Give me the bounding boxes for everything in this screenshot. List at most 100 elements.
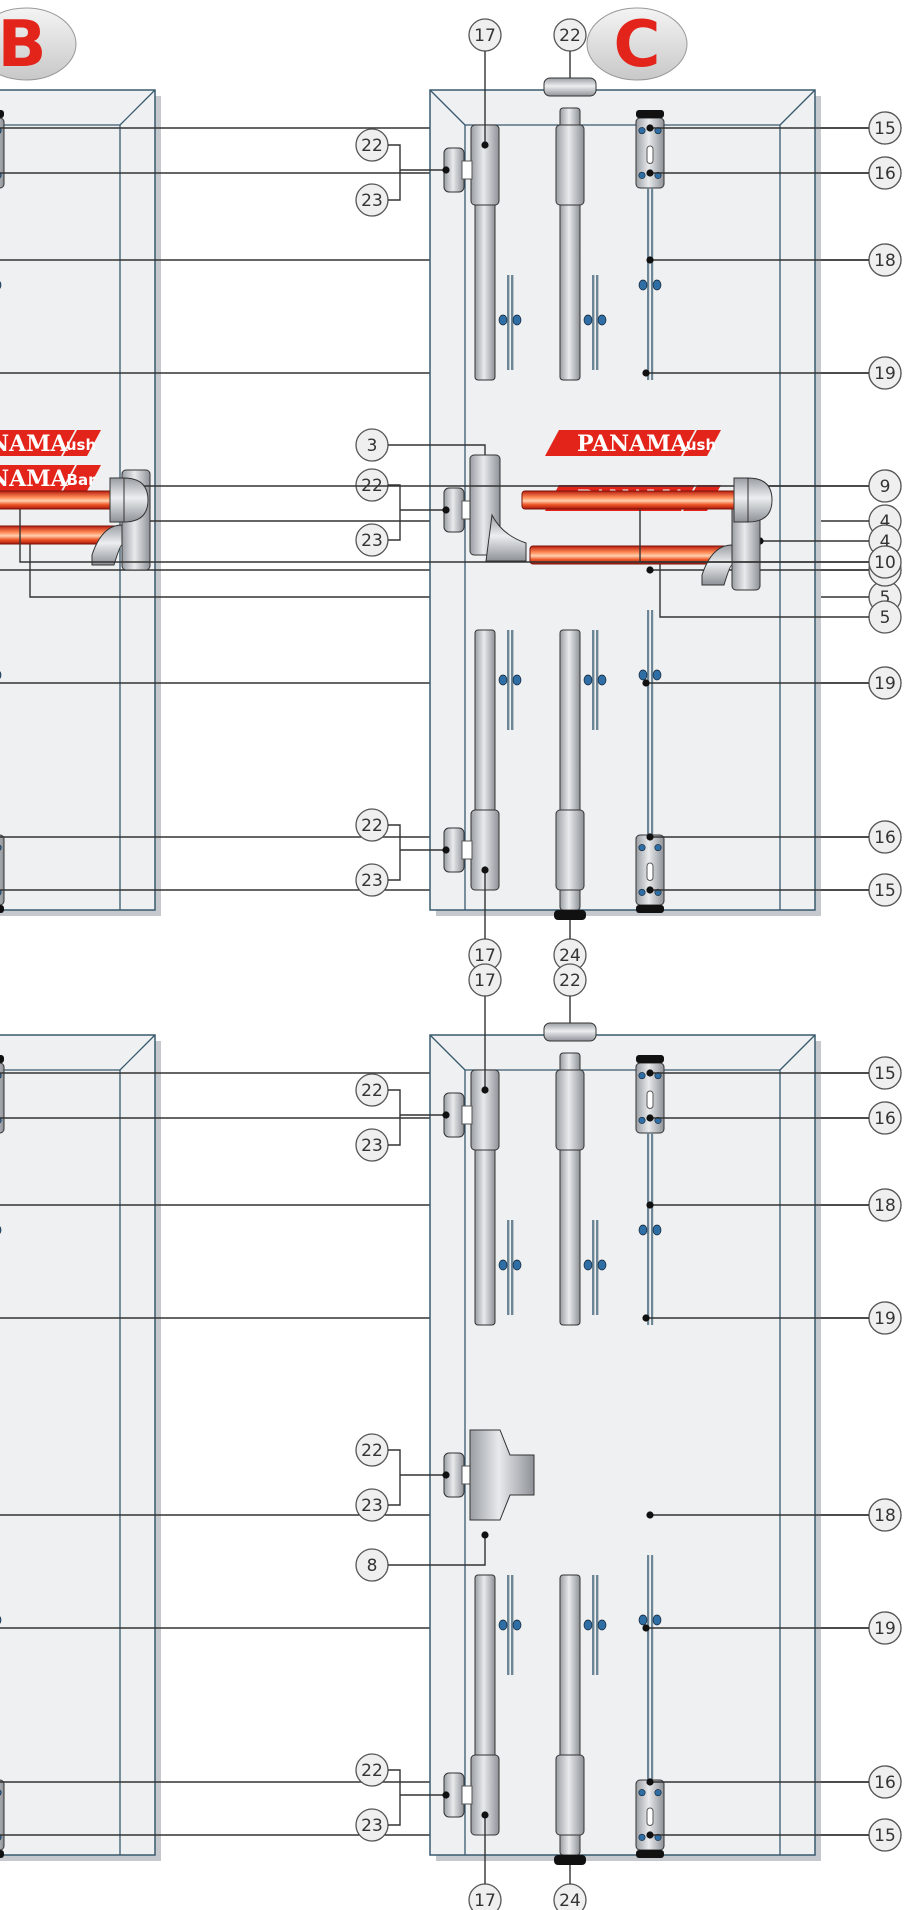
screw <box>0 127 2 134</box>
top-strike <box>543 77 597 97</box>
leader-dot <box>646 124 654 132</box>
callout-bubble: 10 <box>868 545 902 579</box>
rod-line <box>647 188 650 380</box>
leader-dot <box>646 833 654 841</box>
callout-number: 16 <box>874 1773 896 1793</box>
callout-bubble: 17 <box>468 963 502 997</box>
rod-guide <box>597 314 607 326</box>
leader-dot <box>442 1111 450 1119</box>
leader-dot <box>646 1831 654 1839</box>
variant-label-c: C <box>614 8 661 82</box>
callout-number: 19 <box>874 674 896 694</box>
callout-bubble: 16 <box>868 156 902 190</box>
leader-dot <box>442 1791 450 1799</box>
door-bevel <box>779 89 816 126</box>
logo-plate <box>683 430 721 456</box>
callout-number: 17 <box>474 1891 496 1910</box>
latch-bolt <box>461 1785 473 1805</box>
rod-housing <box>555 1069 585 1151</box>
leader-line <box>388 1449 401 1506</box>
rod-line <box>596 275 599 370</box>
logo-plate <box>63 465 101 491</box>
bar-arm <box>701 544 733 586</box>
callout-bubble: 15 <box>868 873 902 907</box>
latch-bolt <box>461 160 473 180</box>
end-cap-collar <box>733 477 749 523</box>
callout-number: 8 <box>367 1556 378 1576</box>
bolt-tip <box>0 1055 4 1063</box>
callout-bubble: 22 <box>553 963 587 997</box>
rod-guide <box>597 1259 607 1271</box>
bolt-tip <box>636 905 664 913</box>
rod-guide <box>512 674 522 686</box>
bolt-housing <box>0 1062 5 1134</box>
callout-bubble: 19 <box>868 666 902 700</box>
callout-bubble: 22 <box>355 1753 389 1787</box>
screw <box>638 127 646 135</box>
callout-bubble: 18 <box>868 243 902 277</box>
callout-bubble: 23 <box>355 1488 389 1522</box>
callout-number: 16 <box>874 164 896 184</box>
callout-number: 22 <box>361 1761 383 1781</box>
bar-arm <box>485 513 527 562</box>
callout-bubble: 5 <box>868 600 902 634</box>
door-bevel <box>119 89 156 126</box>
callout-bubble: 24 <box>553 1883 587 1910</box>
rod-guide <box>583 1259 593 1271</box>
bolt-tip <box>636 110 664 118</box>
rod-guide <box>498 674 508 686</box>
push-bar <box>0 490 125 510</box>
rod-line <box>596 630 599 730</box>
bolt-housing <box>0 1779 5 1851</box>
rod-housing <box>555 124 585 206</box>
callout-number: 19 <box>874 364 896 384</box>
callout-number: 19 <box>874 1619 896 1639</box>
rod-guide <box>0 1226 2 1234</box>
rod-guide <box>638 669 648 681</box>
leader-line <box>659 555 869 618</box>
rod-line <box>596 1220 599 1315</box>
screw <box>638 1116 646 1124</box>
callout-number: 23 <box>361 531 383 551</box>
leader-dot <box>646 256 654 264</box>
bolt-housing <box>0 117 5 189</box>
callout-number: 23 <box>361 191 383 211</box>
leader-line <box>388 1769 401 1826</box>
callout-number: 4 <box>880 512 891 532</box>
logo-plate <box>0 430 75 456</box>
logo-plate <box>63 430 101 456</box>
leader-dot <box>481 1086 489 1094</box>
screw <box>638 1789 646 1797</box>
callout-number: 9 <box>880 477 891 497</box>
callout-bubble: 23 <box>355 523 389 557</box>
rod-line <box>507 1220 510 1315</box>
rod-line <box>507 275 510 370</box>
leader-dot <box>646 1069 654 1077</box>
bolt-tip <box>0 1850 4 1858</box>
callout-number: 15 <box>874 119 896 139</box>
callout-bubble: 22 <box>355 1073 389 1107</box>
callout-number: 17 <box>474 971 496 991</box>
rod-line <box>651 188 654 380</box>
leader-line <box>388 484 401 541</box>
bolt-slot <box>646 862 654 881</box>
callout-number: 23 <box>361 1496 383 1516</box>
screw <box>0 172 2 179</box>
callout-number: 4 <box>880 532 891 552</box>
door-bevel <box>779 1034 816 1071</box>
rod-guide <box>597 674 607 686</box>
bottom-bolt <box>554 1855 586 1865</box>
callout-number: 22 <box>559 26 581 46</box>
callout-bubble: 22 <box>355 1433 389 1467</box>
end-cap <box>747 477 773 523</box>
leader-dot <box>481 141 489 149</box>
leader-dot <box>642 679 650 687</box>
rod-line <box>511 275 514 370</box>
screw <box>654 171 662 179</box>
rod-guide <box>652 669 662 681</box>
rod-line <box>592 630 595 730</box>
rod-line <box>592 1575 595 1675</box>
logo-brand: PANAMA <box>577 431 689 457</box>
variant-badge-c: C <box>586 7 688 82</box>
callout-bubble: 23 <box>355 1128 389 1162</box>
